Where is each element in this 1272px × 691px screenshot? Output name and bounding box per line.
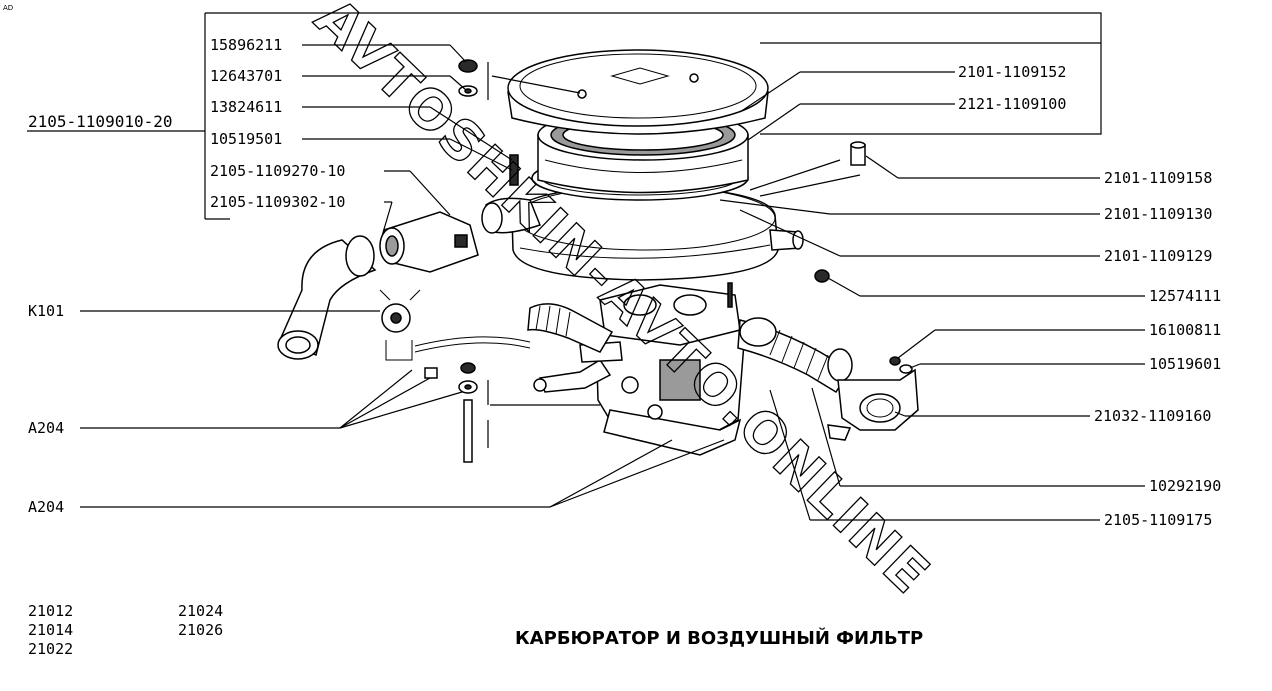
stud-bolt: [509, 154, 519, 186]
model-code: 21012: [28, 602, 73, 620]
hose-clamp: [379, 289, 421, 361]
label-2101-1109129: 2101-1109129: [1104, 247, 1212, 265]
assembly-bracket: [27, 12, 1102, 220]
filter-lid: [507, 49, 769, 135]
vacuum-tube: [414, 336, 531, 353]
label-16100811: 16100811: [1149, 321, 1221, 339]
leader-lines: [80, 44, 1145, 521]
label-2101-1109158: 2101-1109158: [1104, 169, 1212, 187]
label-21032-1109160: 21032-1109160: [1094, 407, 1211, 425]
label-12574111: 12574111: [1149, 287, 1221, 305]
label-15896211: 15896211: [210, 36, 282, 54]
corrugated-hose-left: [527, 303, 614, 353]
carburetor-body: [533, 282, 746, 456]
model-list: 21012 21014 21022 21024 21026: [28, 602, 223, 658]
label-10292190: 10292190: [1149, 477, 1221, 495]
label-2105-1109270-10: 2105-1109270-10: [210, 162, 345, 180]
labels-right: 2101-1109152 2121-1109100 2101-1109158 2…: [958, 63, 1221, 529]
temperature-regulator: [379, 211, 479, 273]
parts-illustration: [277, 49, 919, 463]
label-a204-upper: A204: [28, 419, 64, 437]
label-13824611: 13824611: [210, 98, 282, 116]
model-code: 21014: [28, 621, 73, 639]
lid-nut-and-washer: [458, 59, 489, 100]
label-12643701: 12643701: [210, 67, 282, 85]
label-k101: K101: [28, 302, 64, 320]
intake-hose: [277, 235, 377, 360]
diagram-title: КАРБЮРАТОР И ВОЗДУШНЫЙ ФИЛЬТР: [515, 627, 923, 649]
label-a204-lower: A204: [28, 498, 64, 516]
label-2105-1109175: 2105-1109175: [1104, 511, 1212, 529]
label-2121-1109100: 2121-1109100: [958, 95, 1066, 113]
model-code: 21024: [178, 602, 223, 620]
label-assembly: 2105-1109010-20: [28, 112, 173, 131]
label-2101-1109130: 2101-1109130: [1104, 205, 1212, 223]
label-10519601: 10519601: [1149, 355, 1221, 373]
air-filter-housing: [481, 184, 804, 281]
labels-left: 15896211 12643701 13824611 2105-1109010-…: [28, 36, 345, 516]
model-code: 21022: [28, 640, 73, 658]
washer-and-nut-right: [889, 356, 913, 374]
label-2105-1109302-10: 2105-1109302-10: [210, 193, 345, 211]
housing-small-parts: [814, 141, 866, 283]
label-2101-1109152: 2101-1109152: [958, 63, 1066, 81]
label-10519501: 10519501: [210, 130, 282, 148]
mounting-studs-and-nuts: [424, 362, 489, 463]
corner-mark: AD: [3, 4, 13, 12]
model-code: 21026: [178, 621, 223, 639]
hot-air-intake-plate: [827, 368, 919, 441]
